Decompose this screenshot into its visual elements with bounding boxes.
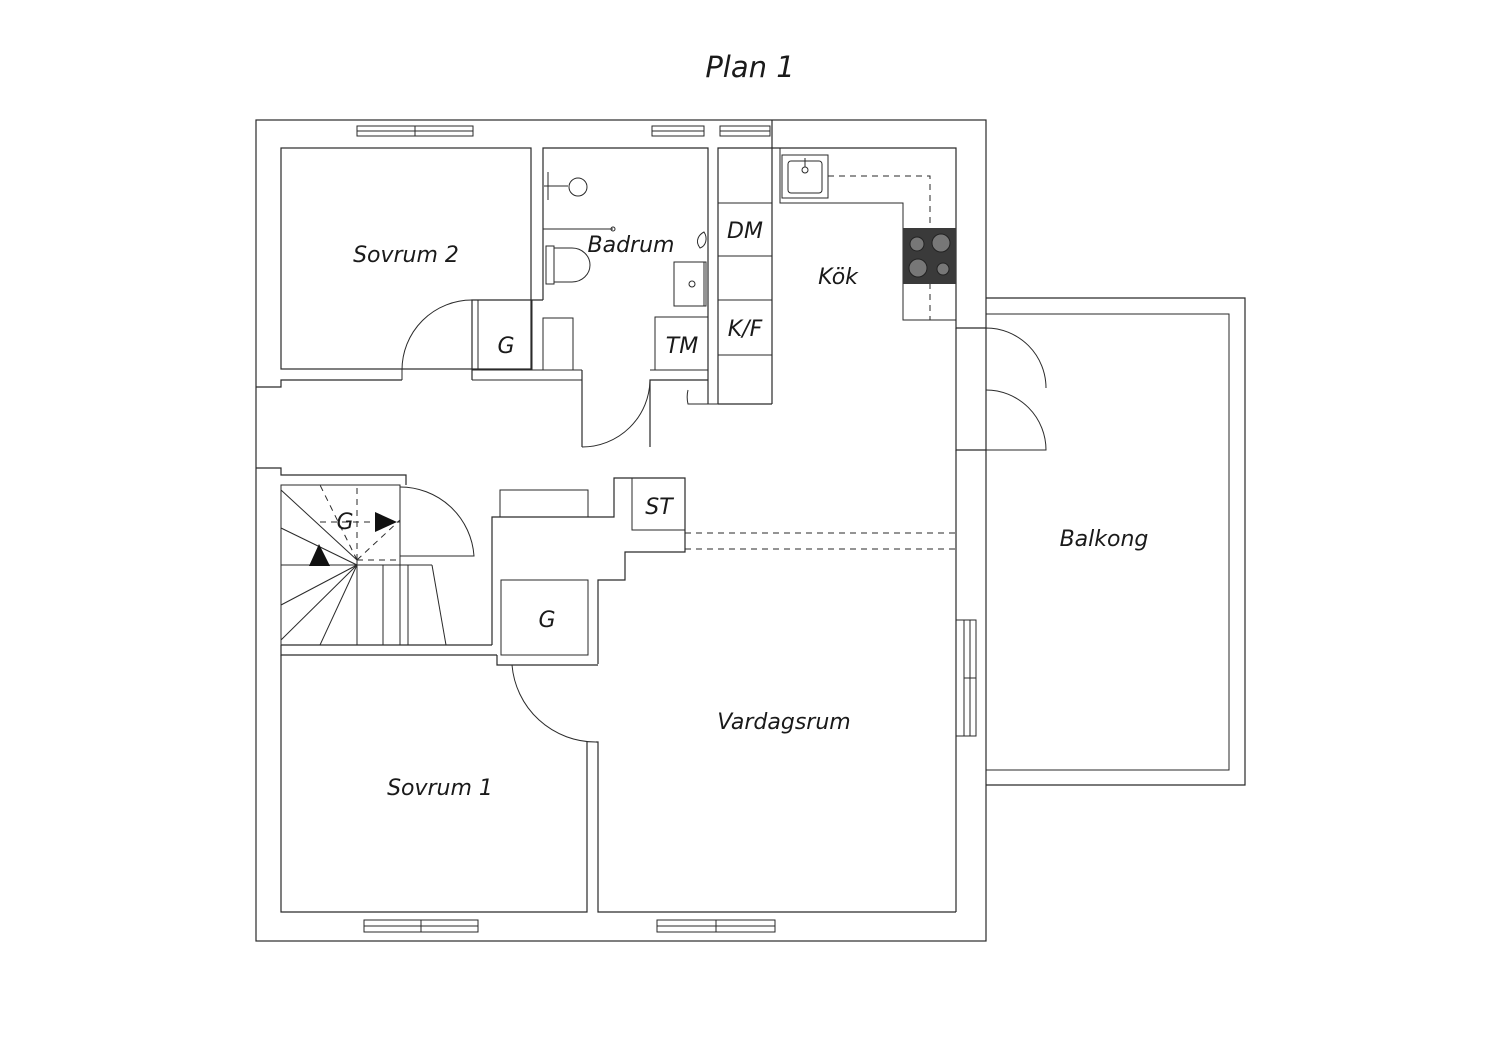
- badrum-walls: [542, 147, 709, 372]
- door-sovrum1: [511, 664, 597, 743]
- door-kitchen-closet: [686, 389, 718, 405]
- plan-title: Plan 1: [705, 50, 795, 84]
- closet-g-lower: [500, 579, 589, 656]
- door-balkong-lower: [985, 389, 1047, 451]
- window-top-2: [651, 125, 705, 137]
- balkong-inner: [986, 313, 1230, 771]
- stair-steps: [280, 484, 447, 646]
- fixture-label-g-hall: G: [497, 334, 514, 359]
- stair-arrow-up-icon: [309, 544, 330, 566]
- shower-icon: [543, 172, 616, 232]
- hall-wall-top: [256, 379, 402, 388]
- vardagsrum-walls: [596, 741, 956, 913]
- fixture-label-g-lower: G: [538, 608, 555, 633]
- kitchen-counter: [779, 148, 956, 321]
- window-right: [963, 619, 977, 737]
- outer-wall-outer: [255, 119, 987, 942]
- hob-icon: [903, 228, 956, 284]
- fixture-label-g-stair: G: [336, 510, 353, 535]
- door-badrum: [581, 379, 651, 448]
- room-label-sovrum2: Sovrum 2: [353, 243, 459, 268]
- window-top-3: [719, 125, 771, 137]
- sink-icon: [781, 154, 829, 199]
- room-label-balkong: Balkong: [1060, 527, 1149, 552]
- sovrum2-walls: [280, 147, 532, 370]
- window-top-1: [356, 125, 474, 137]
- window-bottom-1: [363, 919, 479, 933]
- toilet-icon: [545, 245, 591, 285]
- room-label-sovrum1: Sovrum 1: [387, 776, 493, 801]
- room-label-badrum: Badrum: [588, 233, 675, 258]
- sovrum1-walls: [280, 655, 588, 913]
- door-stair-closet: [399, 486, 475, 557]
- door-sovrum2: [401, 299, 473, 380]
- balkong-outer: [986, 297, 1246, 786]
- stair-arrow-right-icon: [375, 512, 397, 532]
- st-box: [631, 477, 686, 531]
- door-balkong-upper: [985, 327, 1047, 390]
- window-bottom-2: [656, 919, 776, 933]
- kok-walls: [717, 147, 986, 404]
- stair-wall-top: [256, 467, 407, 485]
- fixture-label-dm: DM: [727, 219, 763, 244]
- washbasin-icon: [673, 231, 707, 307]
- room-label-vardagsrum: Vardagsrum: [717, 710, 850, 735]
- fixture-label-st: ST: [645, 495, 674, 520]
- room-label-kok: Kök: [818, 265, 859, 290]
- fixture-label-kf: K/F: [728, 317, 763, 342]
- fixture-label-tm: TM: [666, 334, 698, 359]
